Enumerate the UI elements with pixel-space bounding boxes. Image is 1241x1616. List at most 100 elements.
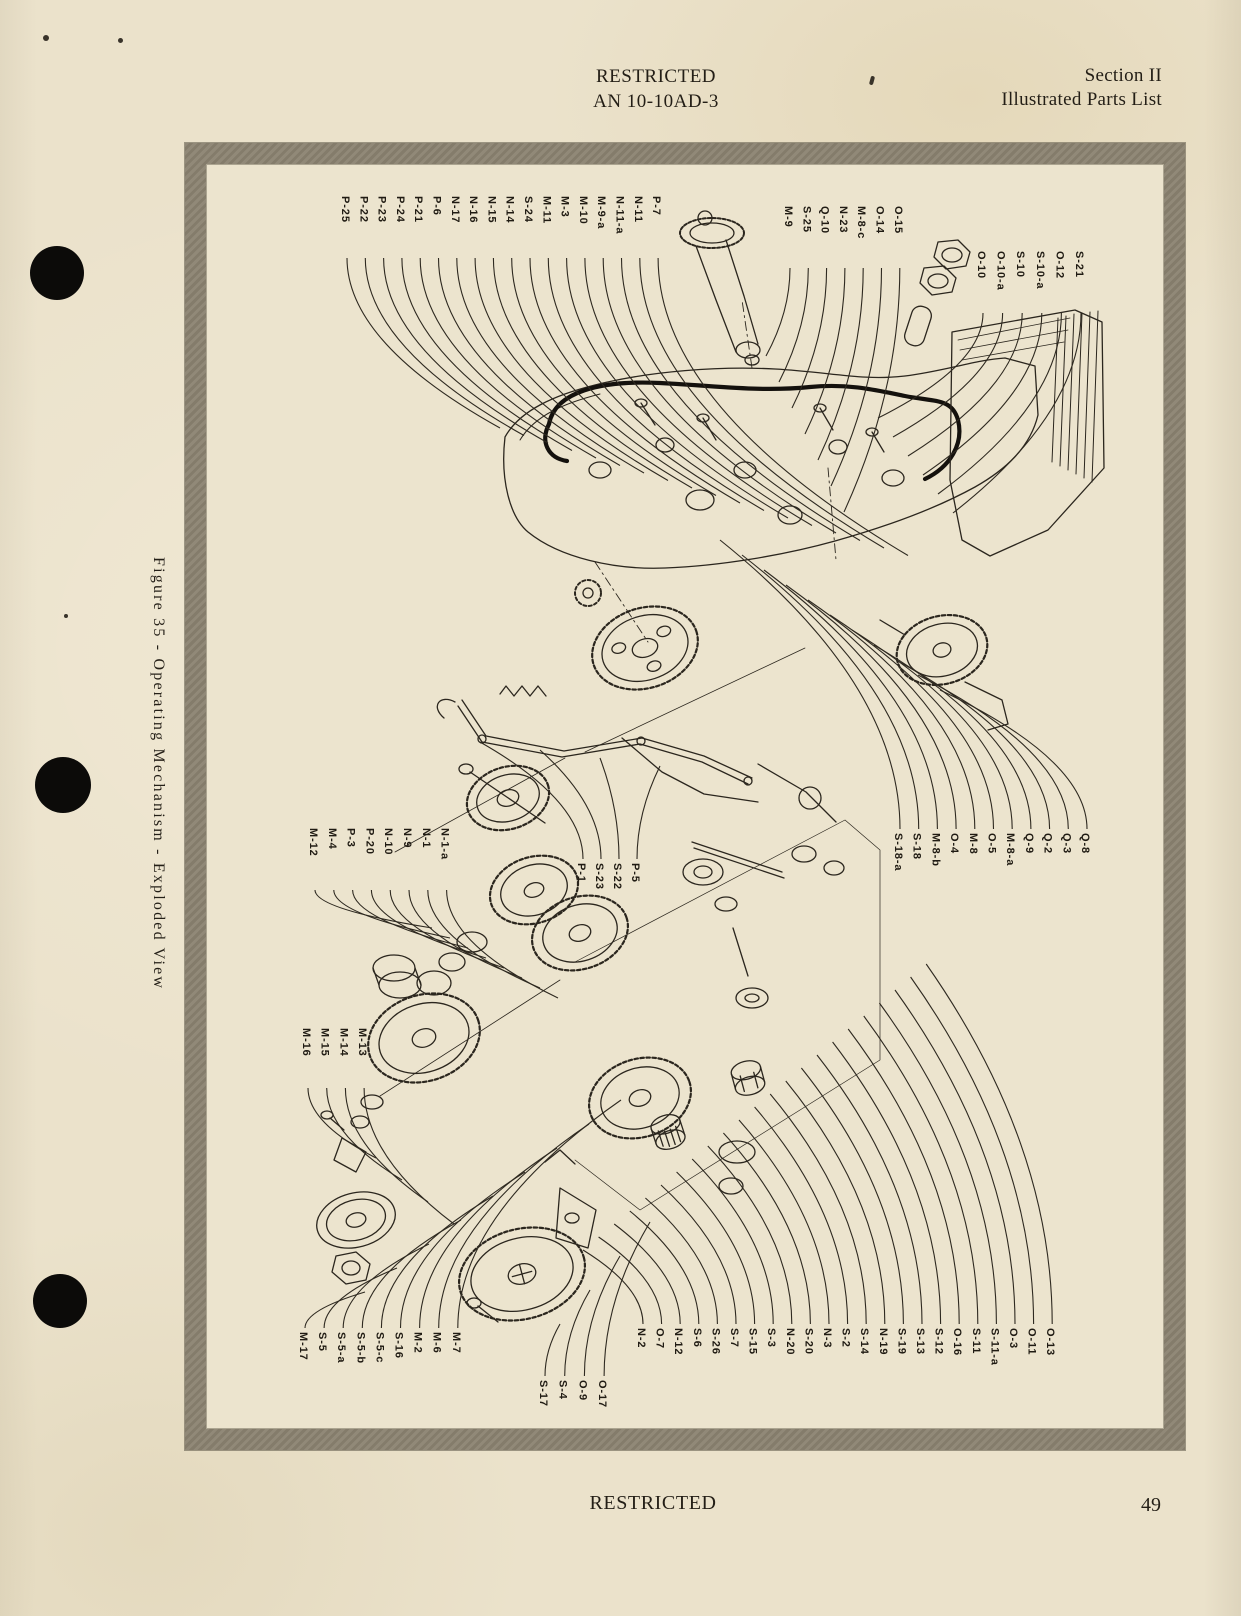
part-label-o-5: O-5: [985, 833, 998, 855]
part-label-o-4: O-4: [948, 833, 961, 855]
part-label-m-11: M-11: [540, 196, 553, 225]
punch-hole: [33, 1274, 87, 1328]
page-number: 49: [1141, 1494, 1161, 1516]
header-right: Section II Illustrated Parts List: [1001, 64, 1162, 112]
part-label-s-17: S-17: [537, 1380, 549, 1407]
part-label-q-10: Q-10: [818, 206, 831, 235]
part-label-s-22: S-22: [611, 863, 623, 890]
part-label-m-9-a: M-9-a: [595, 196, 608, 230]
footer-restricted: RESTRICTED: [589, 1492, 717, 1514]
header-section-subtitle: Illustrated Parts List: [1001, 89, 1162, 110]
part-label-o-10-a: O-10-a: [994, 251, 1007, 291]
part-label-o-17: O-17: [596, 1380, 609, 1409]
part-label-p-1: P-1: [575, 863, 587, 883]
figure-caption: Figure 35 - Operating Mechanism - Explod…: [150, 557, 167, 991]
part-label-s-14: S-14: [858, 1328, 871, 1355]
part-label-n-12: N-12: [672, 1328, 685, 1356]
part-label-m-9: M-9: [782, 206, 794, 228]
part-label-s-5-c: S-5-c: [373, 1332, 386, 1364]
part-label-q-8: Q-8: [1079, 833, 1091, 855]
part-label-q-3: Q-3: [1060, 833, 1073, 855]
part-label-m-13: M-13: [356, 1028, 369, 1057]
part-label-p-22: P-22: [357, 196, 370, 223]
part-label-s-10: S-10: [1014, 251, 1027, 278]
part-label-q-2: Q-2: [1041, 833, 1054, 855]
part-label-m-10: M-10: [576, 196, 589, 225]
part-label-s-6: S-6: [690, 1328, 703, 1348]
diagram-paper: [206, 164, 1164, 1429]
part-label-n-2: N-2: [635, 1328, 647, 1349]
part-label-o-9: O-9: [576, 1380, 589, 1402]
part-label-n-10: N-10: [382, 828, 395, 856]
part-label-m-17: M-17: [297, 1332, 309, 1361]
ink-speck: [868, 75, 876, 86]
ink-speck: [64, 614, 68, 618]
part-label-p-5: P-5: [629, 863, 641, 883]
part-label-n-19: N-19: [876, 1328, 889, 1356]
part-label-n-11-a: N-11-a: [613, 196, 626, 235]
part-label-s-2: S-2: [839, 1328, 852, 1348]
diagram-frame: [184, 142, 1186, 1451]
part-label-m-12: M-12: [307, 828, 319, 857]
part-label-o-11: O-11: [1025, 1328, 1038, 1356]
part-label-s-3: S-3: [765, 1328, 778, 1348]
part-label-p-7: P-7: [650, 196, 663, 216]
part-label-n-15: N-15: [485, 196, 498, 224]
part-label-n-3: N-3: [821, 1328, 833, 1349]
punch-hole: [30, 246, 84, 300]
part-label-p-20: P-20: [363, 828, 376, 855]
part-label-s-25: S-25: [800, 206, 813, 233]
part-label-m-8-b: M-8-b: [929, 833, 942, 867]
part-label-o-14: O-14: [873, 206, 886, 235]
part-label-m-2: M-2: [411, 1332, 424, 1354]
part-label-s-13: S-13: [914, 1328, 926, 1355]
part-label-s-10-a: S-10-a: [1033, 251, 1046, 290]
punch-hole: [35, 757, 91, 813]
part-label-s-18-a: S-18-a: [892, 833, 904, 872]
part-label-n-20: N-20: [783, 1328, 796, 1356]
part-label-s-19: S-19: [895, 1328, 908, 1355]
part-label-s-20: S-20: [802, 1328, 815, 1355]
part-label-p-21: P-21: [412, 196, 425, 223]
part-label-m-7: M-7: [449, 1332, 462, 1354]
part-label-m-16: M-16: [300, 1028, 312, 1057]
part-label-m-8-c: M-8-c: [855, 206, 868, 240]
part-label-n-16: N-16: [467, 196, 480, 224]
part-label-s-11: S-11: [969, 1328, 982, 1355]
part-label-s-23: S-23: [593, 863, 605, 890]
part-label-s-24: S-24: [522, 196, 534, 223]
part-label-p-6: P-6: [430, 196, 443, 216]
part-label-s-16: S-16: [392, 1332, 405, 1359]
part-label-s-18: S-18: [910, 833, 923, 860]
part-label-s-21: S-21: [1073, 251, 1085, 278]
part-label-s-5-a: S-5-a: [335, 1332, 348, 1364]
part-label-n-11: N-11: [631, 196, 644, 223]
part-label-o-13: O-13: [1044, 1328, 1057, 1357]
part-label-m-8: M-8: [966, 833, 979, 855]
part-label-s-5-b: S-5-b: [354, 1332, 367, 1364]
part-label-m-6: M-6: [430, 1332, 443, 1354]
part-label-p-25: P-25: [339, 196, 351, 223]
part-label-s-15: S-15: [746, 1328, 759, 1355]
part-label-s-11-a: S-11-a: [988, 1328, 1001, 1366]
header-doc-number: AN 10-10AD-3: [593, 91, 719, 112]
part-label-n-1: N-1: [419, 828, 432, 849]
part-label-s-5: S-5: [316, 1332, 329, 1352]
part-label-p-3: P-3: [344, 828, 357, 848]
part-label-n-17: N-17: [448, 196, 461, 224]
header-restricted: RESTRICTED: [595, 66, 717, 87]
part-label-n-9: N-9: [401, 828, 413, 849]
part-label-q-9: Q-9: [1022, 833, 1035, 855]
part-label-n-14: N-14: [503, 196, 516, 224]
part-label-o-3: O-3: [1007, 1328, 1019, 1350]
part-label-m-4: M-4: [325, 828, 338, 850]
part-label-m-15: M-15: [318, 1028, 331, 1057]
part-label-n-1-a: N-1-a: [438, 828, 451, 861]
part-label-n-23: N-23: [836, 206, 849, 234]
part-label-p-24: P-24: [393, 196, 406, 223]
part-label-s-4: S-4: [556, 1380, 569, 1400]
part-label-s-7: S-7: [728, 1328, 740, 1348]
part-label-o-10: O-10: [975, 251, 987, 280]
part-label-s-12: S-12: [932, 1328, 945, 1355]
